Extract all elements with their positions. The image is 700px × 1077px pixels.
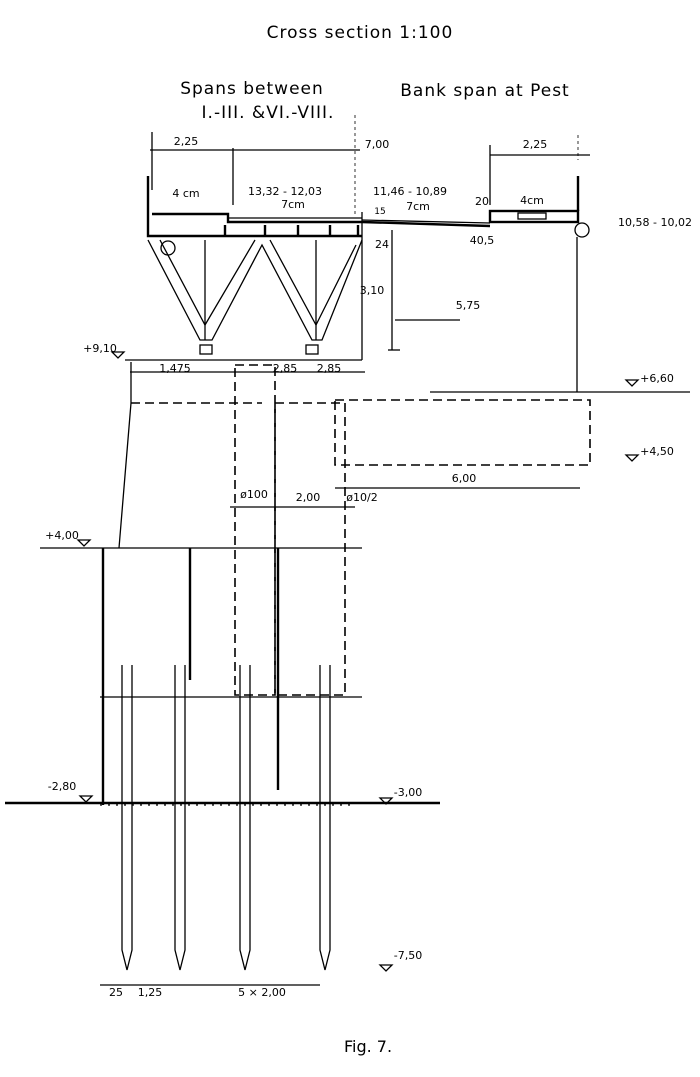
level-minus-2-80: -2,80 — [48, 780, 76, 793]
slope-7cm-a: 7cm — [281, 198, 305, 211]
dim-15: 15 — [374, 207, 385, 217]
level-markers — [76, 351, 640, 972]
level-4-50: +4,50 — [640, 445, 674, 458]
dim-1-475: 1,475 — [159, 362, 191, 375]
level-6-60: +6,60 — [640, 372, 674, 385]
level-minus-7-50: -7,50 — [394, 949, 422, 962]
elev-13-32: 13,32 - 12,03 — [248, 185, 322, 198]
level-minus-3-00: -3,00 — [394, 786, 422, 799]
pier — [40, 359, 591, 698]
elev-10-58: 10,58 - 10,02 — [618, 216, 692, 229]
drawing-title: Cross section 1:100 — [267, 23, 454, 43]
top-dimension-lines — [150, 115, 590, 215]
elev-11-46: 11,46 - 10,89 — [373, 185, 447, 198]
dim-5x200: 5 × 2,00 — [238, 986, 286, 999]
dim-phi-100: ø100 — [240, 488, 268, 501]
dim-2-85-b: 2,85 — [317, 362, 342, 375]
right-heading: Bank span at Pest — [400, 81, 569, 101]
dim-2-85-a: 2,85 — [273, 362, 298, 375]
dim-40-5: 40,5 — [470, 234, 495, 247]
left-heading-line1: Spans between — [180, 79, 324, 99]
slope-4cm-left: 4 cm — [172, 187, 199, 200]
pipe-left — [160, 240, 176, 256]
left-heading-line2: I.-III. &VI.-VIII. — [202, 103, 335, 123]
level-9-10: +9,10 — [83, 342, 117, 355]
dim-2-00: 2,00 — [296, 491, 321, 504]
slope-4cm-right: 4cm — [520, 194, 544, 207]
ground-line — [5, 801, 440, 806]
dim-5-75: 5,75 — [456, 299, 481, 312]
dim-20: 20 — [475, 195, 489, 208]
figure-caption: Fig. 7. — [344, 1037, 392, 1056]
main-deck — [146, 176, 491, 360]
dim-24: 24 — [375, 238, 389, 251]
dim-6-00: 6,00 — [452, 472, 477, 485]
dim-1-25: 1,25 — [138, 986, 163, 999]
piles — [101, 548, 331, 971]
dim-2-25-right: 2,25 — [523, 138, 548, 151]
level-4-00: +4,00 — [45, 529, 79, 542]
dim-3-10: 3,10 — [360, 284, 385, 297]
dim-phi-10: ø10/2 — [346, 491, 377, 504]
dim-2-25-left: 2,25 — [174, 135, 199, 148]
slope-7cm-b: 7cm — [406, 200, 430, 213]
dim-7-00: 7,00 — [365, 138, 390, 151]
bank-span-deck — [388, 176, 690, 393]
dim-25: 25 — [109, 986, 123, 999]
